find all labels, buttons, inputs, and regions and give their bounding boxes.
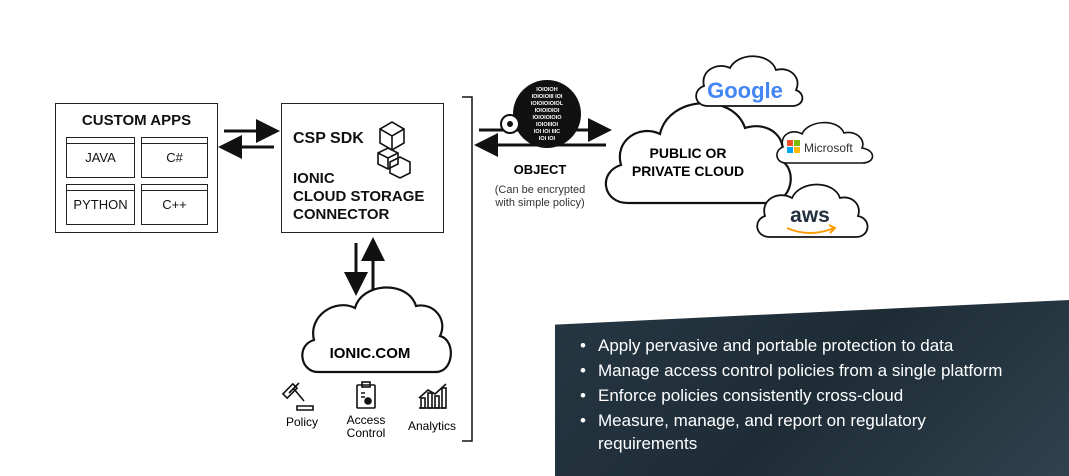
benefits-list: Apply pervasive and portable protection … bbox=[572, 334, 1067, 457]
access-control-label-1: Access bbox=[347, 413, 386, 427]
aws-smile-icon bbox=[786, 224, 837, 234]
benefit-item: Enforce policies consistently cross-clou… bbox=[572, 384, 1067, 407]
google-cloud-shape bbox=[695, 55, 804, 107]
google-logo: Google bbox=[707, 78, 783, 103]
analytics-label: Analytics bbox=[408, 419, 456, 433]
csp-sdk-label: CSP SDK bbox=[293, 130, 364, 147]
custom-apps-title: CUSTOM APPS bbox=[81, 112, 192, 129]
key-icon bbox=[500, 114, 534, 142]
ionic-com-label: IONIC.COM bbox=[330, 345, 411, 362]
binary-row-6: IOI IOI IIIC bbox=[534, 129, 560, 135]
binary-row-2: IOIOIOIOIOL bbox=[531, 101, 564, 107]
microsoft-label: Microsoft bbox=[804, 141, 853, 155]
binary-row-5: IOIOIIIOI bbox=[536, 122, 558, 128]
object-label: OBJECT bbox=[514, 162, 567, 177]
aws-cloud-shape bbox=[756, 183, 869, 238]
encrypted-object-sphere: IOIOIOH IOIOIOIII IOI IOIOIOIOIOL IOIOIO… bbox=[513, 80, 581, 148]
object-note-line-1: (Can be encrypted bbox=[495, 184, 586, 196]
connector-line-3: CONNECTOR bbox=[293, 206, 390, 223]
app-window-java: JAVA bbox=[66, 137, 135, 178]
microsoft-cloud-shape bbox=[776, 121, 874, 164]
clipboard-icon bbox=[356, 381, 376, 409]
gavel-icon bbox=[281, 382, 314, 411]
binary-row-0: IOIOIOH bbox=[536, 87, 557, 93]
public-cloud-line-2: PRIVATE CLOUD bbox=[632, 163, 744, 179]
public-cloud-line-1: PUBLIC OR bbox=[650, 145, 727, 161]
binary-row-7: IOI IOI bbox=[539, 136, 556, 142]
custom-apps-box: CUSTOM APPS JAVA C# PYTHON C++ bbox=[55, 103, 218, 233]
microsoft-logo-icon bbox=[787, 140, 800, 153]
binary-row-4: IOIOIOIOIO bbox=[532, 115, 562, 121]
app-window-csharp: C# bbox=[141, 137, 208, 178]
connector-line-2: CLOUD STORAGE bbox=[293, 188, 425, 205]
access-control-label-2: Control bbox=[347, 426, 386, 440]
cloud-storage-connector-box: CSP SDK IONIC CLOUD STORAGE CONNECTOR bbox=[281, 103, 444, 233]
connector-line-1: IONIC bbox=[293, 170, 335, 187]
app-window-python: PYTHON bbox=[66, 184, 135, 225]
benefit-item: Manage access control policies from a si… bbox=[572, 359, 1067, 382]
binary-row-1: IOIOIOIII IOI bbox=[532, 94, 563, 100]
binary-row-3: IOIOIOIOI bbox=[535, 108, 560, 114]
benefit-item: Measure, manage, and report on regulator… bbox=[572, 409, 988, 455]
app-window-cpp: C++ bbox=[141, 184, 208, 225]
cubes-icon bbox=[377, 121, 411, 179]
ionic-cloud-shape bbox=[301, 286, 452, 374]
aws-logo: aws bbox=[790, 204, 830, 227]
bar-chart-icon bbox=[418, 383, 447, 409]
scope-bracket bbox=[462, 96, 473, 442]
policy-label: Policy bbox=[286, 415, 318, 429]
object-note-line-2: with simple policy) bbox=[494, 197, 584, 209]
benefit-item: Apply pervasive and portable protection … bbox=[572, 334, 1067, 357]
